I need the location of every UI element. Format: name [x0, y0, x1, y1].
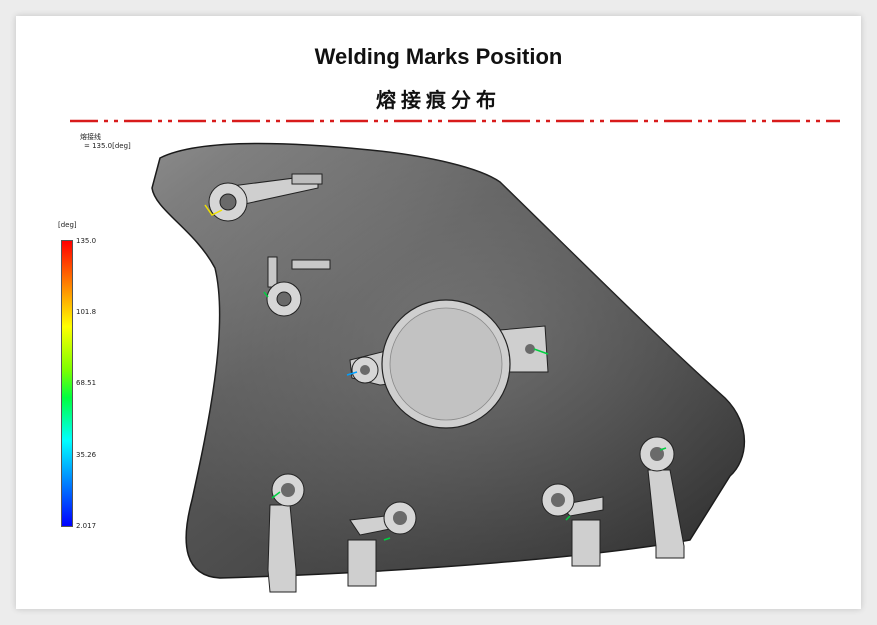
boss-top-left: [204, 173, 323, 222]
legend-tick-max: 135.0: [76, 237, 97, 245]
legend-tick-2: 101.8: [76, 308, 97, 316]
boss-bottom-left: [267, 473, 305, 593]
legend-tick-3: 68.51: [76, 379, 97, 387]
legend-tick-min: 2.017: [76, 522, 97, 530]
legend-unit: [deg]: [58, 221, 77, 229]
result-name: 熔接线: [80, 133, 101, 141]
color-scale-bar: [61, 240, 73, 527]
title-divider: [70, 119, 840, 123]
boss-left-mid: [263, 256, 331, 317]
slide-subtitle: 熔接痕分布: [376, 88, 501, 112]
boss-bottom-center: [347, 501, 417, 587]
slide-title: Welding Marks Position: [314, 44, 563, 69]
legend-tick-4: 35.26: [76, 451, 97, 459]
boss-bottom-right: [541, 483, 604, 567]
result-value: = 135.0[deg]: [84, 142, 131, 150]
center-round-feature: [346, 299, 549, 429]
boss-far-right: [639, 436, 685, 559]
